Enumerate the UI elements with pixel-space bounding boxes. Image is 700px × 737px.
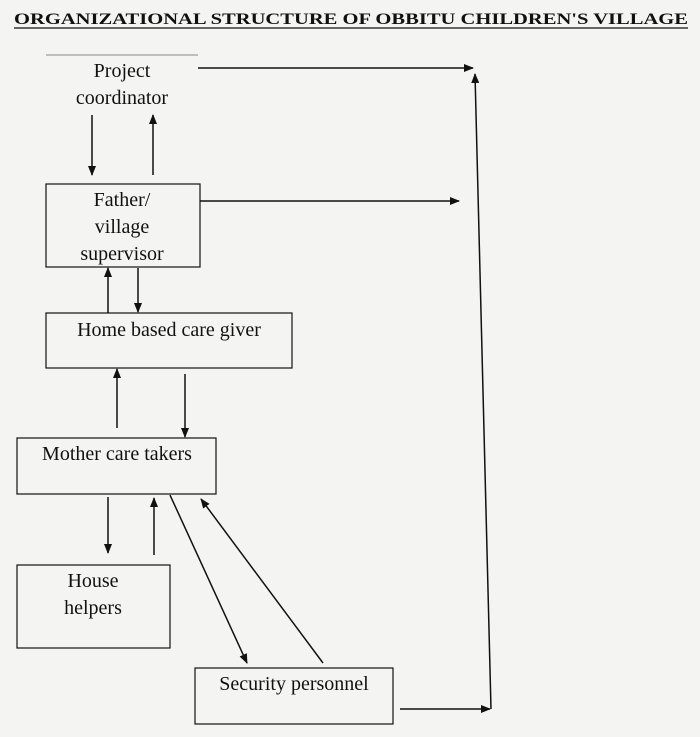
node-house-helpers-line1: House (67, 570, 118, 592)
node-father-line2: village (95, 216, 150, 238)
arrow-return-up (471, 73, 492, 710)
node-project-coordinator-line1: Project (94, 60, 151, 82)
node-security-label: Security personnel (219, 673, 369, 695)
node-home-based-care-giver (45, 312, 293, 369)
arrow-security-to-mother (200, 498, 324, 664)
chart-title: ORGANIZATIONAL STRUCTURE OF OBBITU CHILD… (14, 11, 688, 28)
node-house-helpers (16, 564, 171, 649)
node-father (45, 183, 201, 268)
arrow-mother-to-security (169, 494, 248, 664)
node-mother-care-takers (16, 437, 217, 495)
node-father-line3: supervisor (80, 243, 164, 265)
node-project-coordinator-line2: coordinator (76, 87, 169, 109)
node-security-personnel (194, 667, 394, 725)
node-father-line1: Father/ (94, 189, 151, 211)
node-home-based-label: Home based care giver (77, 319, 261, 341)
node-mother-label: Mother care takers (42, 443, 192, 465)
node-house-helpers-line2: helpers (64, 597, 122, 619)
